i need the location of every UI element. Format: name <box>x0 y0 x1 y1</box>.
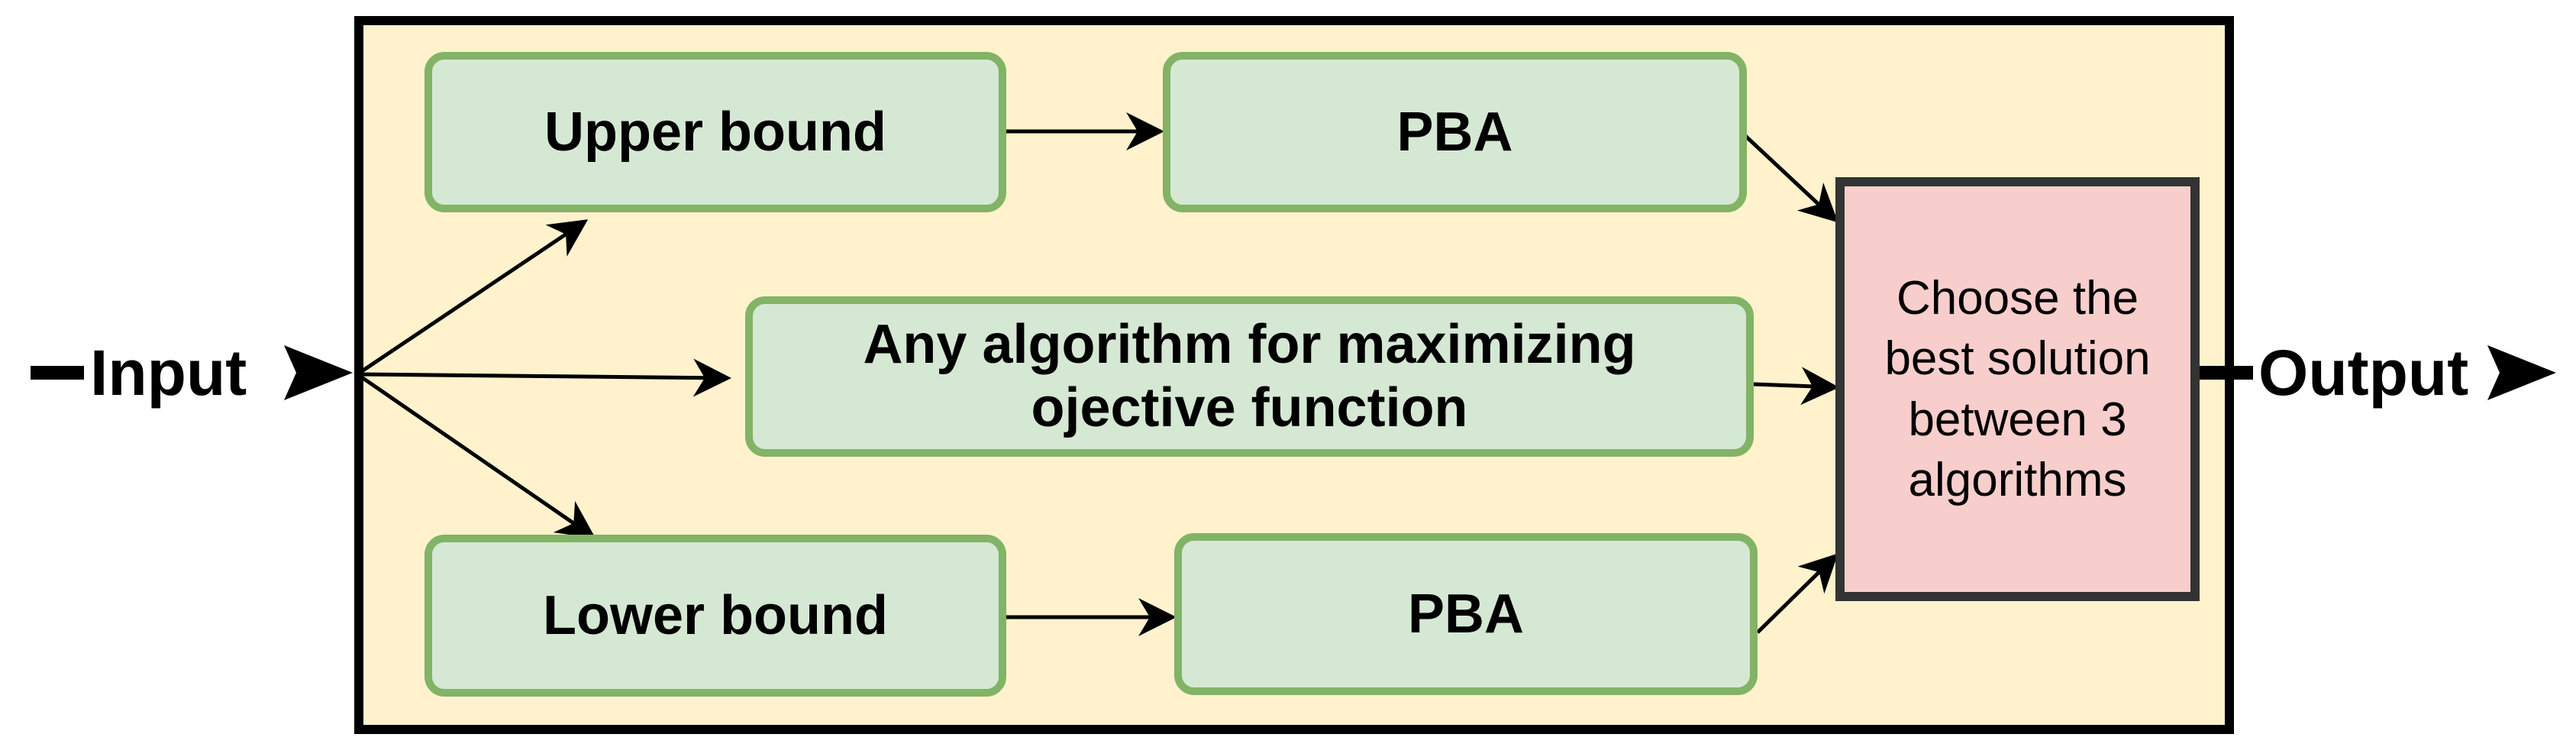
node-choose-best-label: Choose the best solution between 3 algor… <box>1884 271 2151 506</box>
input-arrowhead <box>284 345 353 400</box>
input-bar <box>31 366 84 380</box>
output-label: Output <box>2258 337 2469 409</box>
arrow-input-to-any <box>357 358 731 397</box>
node-pba-bottom-label: PBA <box>1407 583 1524 645</box>
arrow-pba-bottom-to-choose <box>1756 553 1838 634</box>
output-bar <box>2200 366 2253 380</box>
node-any-algorithm-label: Any algorithm for maximizing ojective fu… <box>863 314 1636 438</box>
arrow-input-to-lower <box>356 372 596 538</box>
node-lower-bound: Lower bound <box>424 535 1006 697</box>
node-choose-best: Choose the best solution between 3 algor… <box>1835 177 2200 601</box>
node-any-algorithm: Any algorithm for maximizing ojective fu… <box>745 296 1754 457</box>
arrow-pba-top-to-choose <box>1742 132 1838 223</box>
node-upper-bound-label: Upper bound <box>544 101 886 163</box>
node-lower-bound-label: Lower bound <box>543 584 888 646</box>
output-arrowhead <box>2487 345 2556 400</box>
node-upper-bound: Upper bound <box>424 52 1006 212</box>
input-label: Input <box>90 337 247 409</box>
node-pba-bottom: PBA <box>1174 533 1758 695</box>
arrow-input-to-upper <box>356 219 589 377</box>
arrow-any-to-choose <box>1753 367 1839 406</box>
node-pba-top: PBA <box>1163 52 1747 212</box>
node-pba-top-label: PBA <box>1396 101 1513 163</box>
